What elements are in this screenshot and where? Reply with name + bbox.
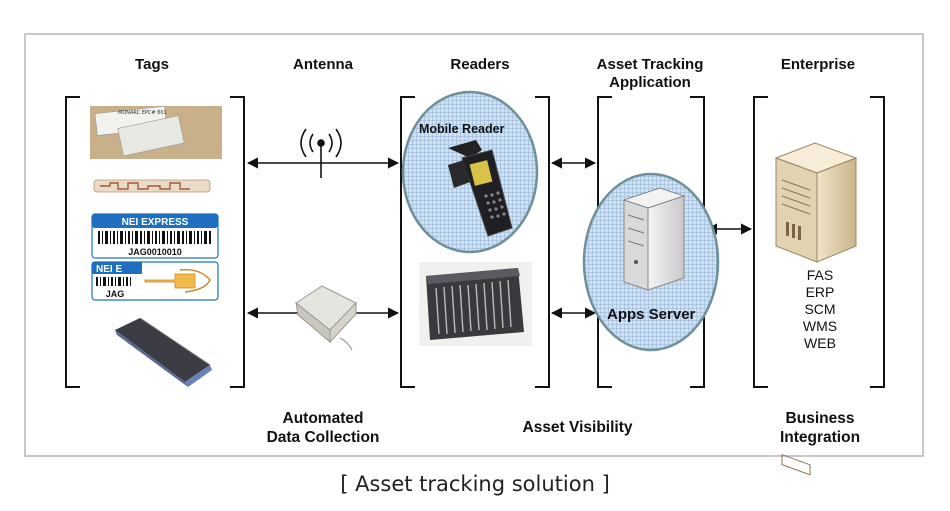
adc-line1: Automated	[282, 410, 364, 427]
header-antenna: Antenna	[293, 56, 353, 73]
asset-visibility-label: Asset Visibility	[522, 419, 633, 436]
system-erp: ERP	[805, 284, 835, 300]
automated-data-collection-label: Automated Data Collection	[238, 409, 408, 447]
tag-2	[93, 179, 211, 193]
header-asset-app-line2: Application	[609, 74, 691, 91]
business-integration-label: Business Integration	[750, 409, 890, 447]
tag-3-brand: NEI EXPRESS	[122, 217, 189, 228]
header-asset-app-line1: Asset Tracking	[596, 56, 704, 73]
tag-3-barcode	[98, 231, 211, 244]
apps-server-label: Apps Server	[607, 306, 696, 323]
system-wms: WMS	[802, 318, 838, 334]
tag-4: NEI E JAG	[91, 261, 219, 301]
system-web: WEB	[804, 335, 836, 351]
fixed-reader-icon	[419, 262, 532, 346]
readers-bracket	[400, 96, 550, 388]
enterprise-systems-list: FAS ERP SCM WMS WEB	[770, 267, 870, 352]
tag-5	[115, 317, 212, 387]
enterprise-bracket	[753, 96, 885, 388]
tags-bracket	[65, 96, 245, 388]
header-readers: Readers	[450, 56, 510, 73]
server-icon	[622, 187, 686, 291]
fixed-antenna-icon	[295, 285, 357, 351]
header-asset-tracking-application: Asset Tracking Application	[580, 56, 720, 92]
tag-3: NEI EXPRESS JAG0010010	[91, 213, 219, 259]
adc-line2: Data Collection	[266, 429, 380, 446]
enterprise-server-icon	[774, 142, 858, 476]
antenna-icon	[300, 128, 342, 178]
bi-line1: Business	[785, 410, 855, 427]
header-tags: Tags	[135, 56, 169, 73]
tag-4-id: JAG	[106, 289, 125, 299]
tag-3-id: JAG0010010	[128, 247, 182, 257]
tag-1: MONARC EPC# 801	[90, 105, 222, 159]
header-enterprise: Enterprise	[780, 56, 856, 73]
tag-4-brand: NEI E	[96, 264, 122, 275]
system-fas: FAS	[806, 267, 834, 283]
tag-1-text: MONARC EPC# 801	[118, 110, 167, 116]
figure-caption: [ Asset tracking solution ]	[340, 472, 610, 496]
bi-line2: Integration	[779, 429, 861, 446]
mobile-reader-icon	[448, 140, 513, 237]
mobile-reader-label: Mobile Reader	[419, 122, 505, 136]
system-scm: SCM	[804, 301, 836, 317]
